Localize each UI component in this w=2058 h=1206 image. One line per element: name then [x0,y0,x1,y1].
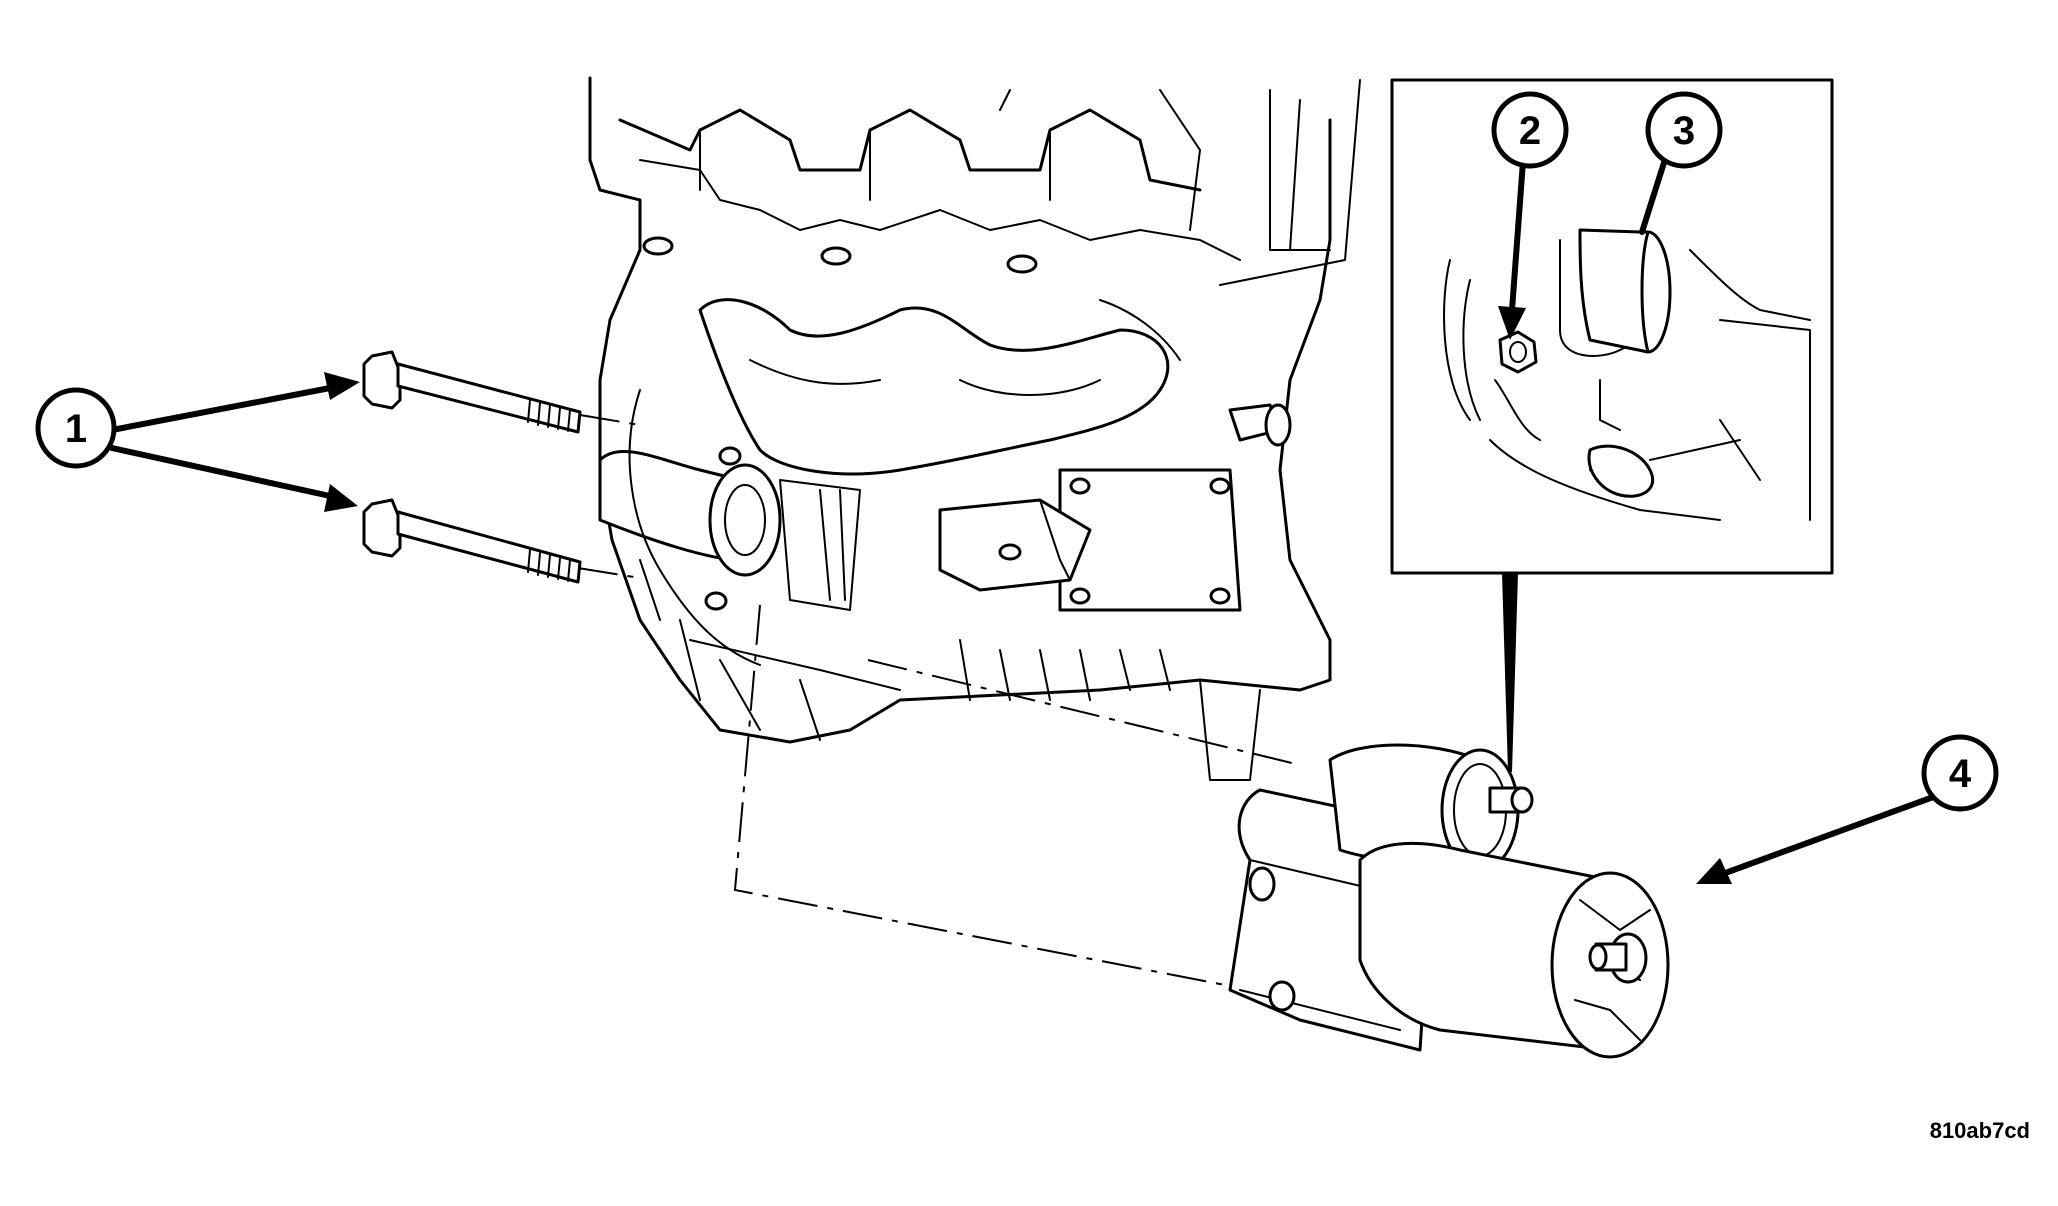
callout-3: 3 [1645,91,1723,169]
callout-2-label: 2 [1519,109,1541,153]
callout-1-label: 1 [65,407,87,451]
engine-block [588,76,1361,781]
callout-4-label: 4 [1949,752,1972,796]
callout-1: 1 [35,387,117,469]
callout-2-arrow [1498,145,1527,340]
terminal-detail-inset [1390,78,1834,772]
callout-1-arrows [109,372,360,512]
callout-4-arrow [1696,793,1939,884]
callout-3-label: 3 [1673,109,1695,153]
mounting-bolt-lower [362,498,582,584]
callout-2: 2 [1491,91,1569,169]
alignment-lines [577,414,1301,986]
figure-code: 810ab7cd [1930,1118,2030,1143]
mounting-bolt-upper [362,350,582,434]
callout-3-arrow [1639,147,1671,235]
callout-4: 4 [1921,734,1999,812]
starter-motor [1228,743,1670,1059]
